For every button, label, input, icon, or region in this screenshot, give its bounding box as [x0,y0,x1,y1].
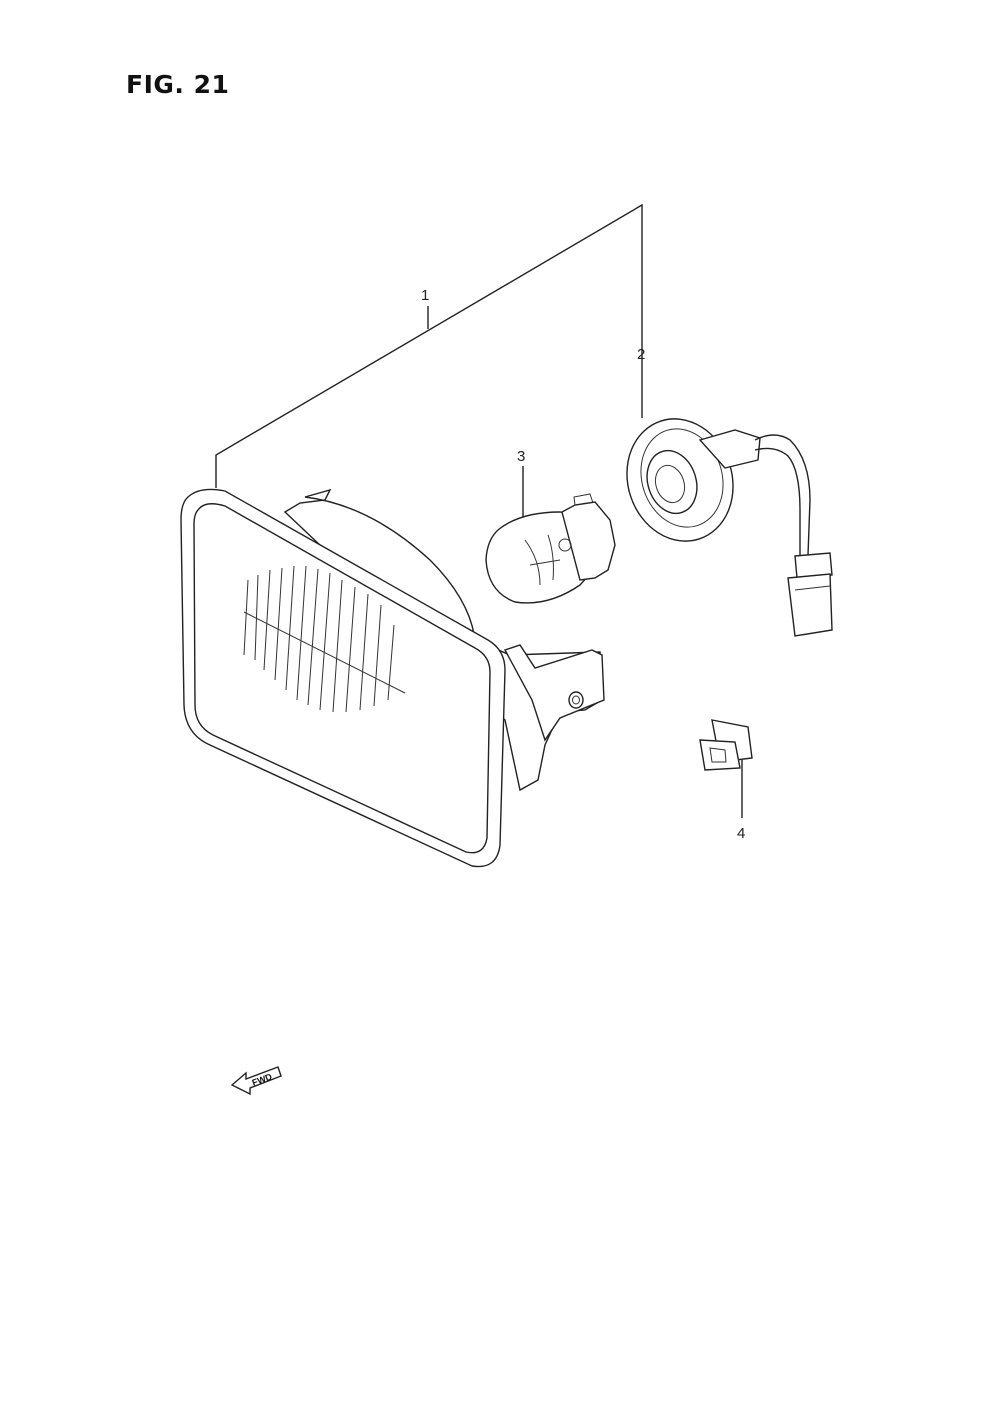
fwd-arrow-label: FWD [251,1071,274,1088]
bulb-filament [524,534,561,586]
bulb-pin [573,493,594,506]
connector-ridge [794,585,831,591]
callout-3: 3 [517,448,525,465]
headlamp-lens [193,503,491,854]
callout-1: 1 [421,287,429,304]
lens-fluting-lines [243,565,406,713]
mounting-bracket [503,644,605,742]
socket-bore-inner [654,464,686,504]
socket-flange-inner [640,428,724,528]
leader-line-1-2 [215,203,643,488]
socket-wire-lower [754,447,801,557]
clip-tab [709,747,727,763]
callout-4: 4 [737,825,745,842]
callout-2: 2 [637,346,645,363]
bracket-bolt-hole-inner [572,695,580,705]
clip-body [699,739,741,771]
bulb-base [561,501,616,581]
bulb-contact [558,538,572,552]
fwd-arrow-group: FWD [230,1066,282,1096]
socket-bore [646,449,698,515]
wire-connector [787,573,833,637]
bracket-bolt-hole [568,691,584,709]
headlamp-assembly [180,488,605,868]
retaining-clip [699,719,753,771]
fwd-arrow-icon [230,1066,282,1096]
bulb [485,493,616,604]
figure-title: FIG. 21 [126,70,230,99]
bulb-socket [626,418,833,637]
connector-collar [794,552,833,579]
socket-wire-upper [754,434,811,556]
